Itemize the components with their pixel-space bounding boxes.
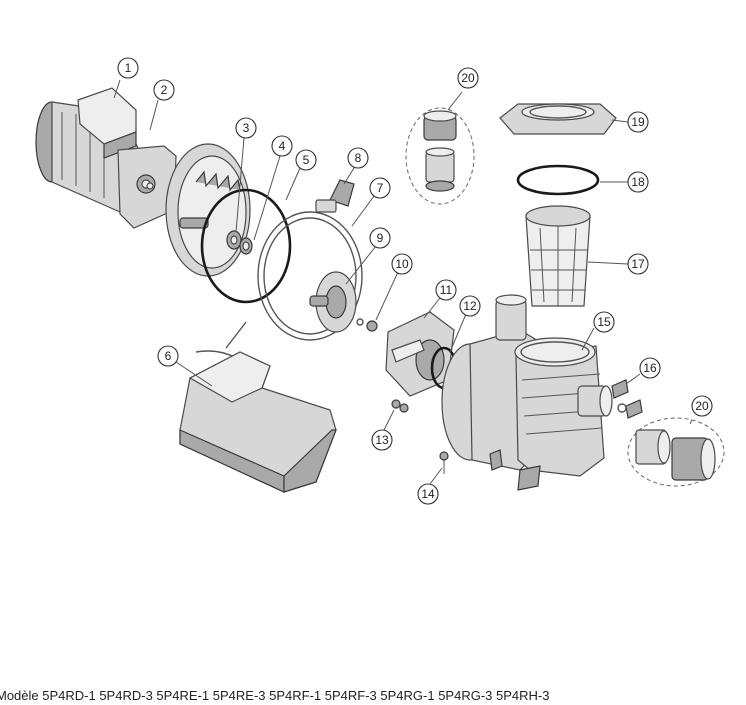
callout-4: 4: [271, 135, 293, 157]
callout-14: 14: [417, 483, 439, 505]
part-screw: [356, 318, 378, 332]
part-motor: [35, 87, 177, 229]
callout-3: 3: [235, 117, 257, 139]
callout-4-label: 4: [279, 139, 286, 153]
part-lid-o-ring: [516, 164, 600, 196]
part-base: [179, 321, 337, 493]
part-clamp-ring: [257, 211, 363, 341]
callout-20-top-label: 20: [461, 71, 475, 85]
part-connector: [315, 179, 355, 213]
part-drain-plug: [391, 399, 409, 413]
callout-7: 7: [369, 177, 391, 199]
callout-5: 5: [295, 149, 317, 171]
callout-10-label: 10: [395, 257, 409, 271]
part-union-right: [627, 417, 725, 487]
callout-13-label: 13: [375, 433, 389, 447]
callout-19: 19: [627, 111, 649, 133]
callout-15: 15: [593, 311, 615, 333]
part-bushings: [226, 230, 253, 255]
part-shaft-seal: [146, 182, 154, 190]
callout-14-label: 14: [421, 487, 435, 501]
part-lid: [499, 103, 617, 135]
callout-17-label: 17: [631, 257, 645, 271]
callout-3-label: 3: [243, 121, 250, 135]
part-pump-housing: [441, 294, 613, 491]
callout-16: 16: [639, 357, 661, 379]
part-union-top: [405, 107, 475, 205]
callout-2: 2: [153, 79, 175, 101]
part-basket: [525, 205, 591, 307]
part-bottom-screw: [439, 451, 449, 474]
leader-lines: [113, 79, 693, 485]
callout-6-label: 6: [165, 349, 172, 363]
callout-15-label: 15: [597, 315, 611, 329]
callout-18-label: 18: [631, 175, 645, 189]
callout-12-label: 12: [463, 299, 477, 313]
callout-6: 6: [157, 345, 179, 367]
callout-2-label: 2: [161, 83, 168, 97]
part-impeller: [309, 271, 357, 333]
callout-1-label: 1: [125, 61, 132, 75]
callout-7-label: 7: [377, 181, 384, 195]
callout-11: 11: [435, 279, 457, 301]
callout-8: 8: [347, 147, 369, 169]
part-side-plugs: [611, 379, 643, 419]
callout-20-top: 20: [457, 67, 479, 89]
callout-10: 10: [391, 253, 413, 275]
callout-20-right: 20: [691, 395, 713, 417]
callout-13: 13: [371, 429, 393, 451]
callout-18: 18: [627, 171, 649, 193]
callout-8-label: 8: [355, 151, 362, 165]
callout-19-label: 19: [631, 115, 645, 129]
model-caption: Modèle 5P4RD-1 5P4RD-3 5P4RE-1 5P4RE-3 5…: [0, 688, 550, 703]
part-o-ring-large: [200, 188, 292, 304]
callout-17: 17: [627, 253, 649, 275]
callout-11-label: 11: [440, 283, 453, 297]
callout-1: 1: [117, 57, 139, 79]
callout-20-right-label: 20: [695, 399, 709, 413]
callout-5-label: 5: [303, 153, 310, 167]
callout-16-label: 16: [643, 361, 657, 375]
callout-12: 12: [459, 295, 481, 317]
callout-9: 9: [369, 227, 391, 249]
callout-9-label: 9: [377, 231, 384, 245]
